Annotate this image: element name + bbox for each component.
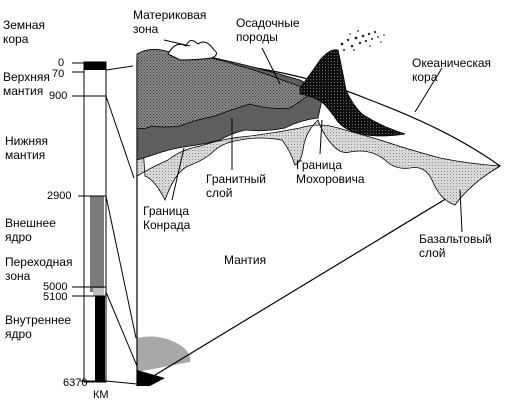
layer-label-inner-core: Внутреннее ядро: [5, 313, 72, 341]
outer-core-band: [90, 196, 104, 292]
depth-mark-2900: 2900: [47, 190, 72, 202]
layer-label-lower-mantle: Нижняя мантия: [5, 134, 49, 162]
label-oceanic-crust: Океаническая кора: [412, 56, 492, 84]
crust-band: [84, 62, 106, 70]
sedimentary-volcano: [299, 49, 406, 137]
layer-label-outer-core: Внешнее ядро: [5, 216, 56, 244]
depth-mark-900: 900: [49, 90, 68, 102]
depth-unit: КМ: [93, 389, 109, 401]
label-continental-zone: Материковая зона: [133, 8, 207, 36]
layer-label-crust: Земная кора: [3, 18, 45, 46]
label-moho-boundary: Граница Мохоровича: [296, 158, 365, 186]
layer-label-upper-mantle: Верхняя мантия: [3, 70, 50, 98]
earth-section: [136, 30, 502, 387]
basalt-layer: [136, 59, 502, 206]
depth-mark-0: 0: [58, 57, 65, 69]
label-sedimentary-rocks: Осадочные породы: [236, 16, 300, 44]
layer-label-transition-zone: Переходная зона: [5, 255, 73, 283]
depth-mark-5100: 5100: [43, 291, 68, 303]
ash-cloud: [340, 30, 385, 51]
label-conrad-boundary: Граница Конрада: [143, 204, 191, 232]
depth-mark-70: 70: [52, 68, 65, 80]
section-bottom-edge: [136, 165, 501, 387]
transition-zone-band: [93, 288, 104, 296]
connector-lines: [105, 65, 138, 385]
inner-core-band: [95, 296, 105, 382]
depth-column: [72, 61, 107, 383]
leader-lines: [163, 39, 463, 233]
depth-mark-6370: 6370: [63, 377, 88, 389]
label-basalt-layer: Базальтовый слой: [419, 232, 492, 260]
label-mantle: Мантия: [224, 253, 267, 267]
label-granite-layer: Гранитный слой: [206, 172, 266, 200]
depth-mark-5000: 5000: [43, 281, 68, 293]
continental-mountain: [167, 40, 218, 61]
deep-mantle-patch: [137, 336, 191, 372]
